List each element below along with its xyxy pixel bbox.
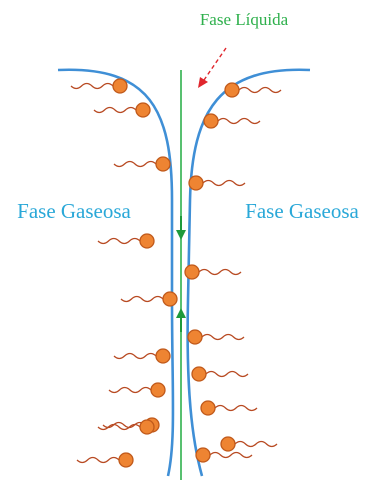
hydrophobic-tail bbox=[114, 162, 156, 167]
dashed-arrow-icon bbox=[198, 48, 226, 88]
surfactant-molecule-left bbox=[114, 349, 170, 363]
hydrophilic-head bbox=[113, 79, 127, 93]
surfactant-molecules bbox=[71, 79, 281, 467]
hydrophobic-tail bbox=[239, 88, 281, 93]
hydrophilic-head bbox=[188, 330, 202, 344]
hydrophilic-head bbox=[140, 420, 154, 434]
hydrophilic-head bbox=[189, 176, 203, 190]
left-interface-curve bbox=[58, 70, 173, 476]
hydrophobic-tail bbox=[215, 406, 257, 411]
gas-phase-right-label: Fase Gaseosa bbox=[245, 199, 359, 223]
surfactant-molecule-right bbox=[221, 437, 277, 451]
hydrophilic-head bbox=[201, 401, 215, 415]
hydrophilic-head bbox=[151, 383, 165, 397]
surfactant-molecule-left bbox=[114, 157, 170, 171]
hydrophilic-head bbox=[225, 83, 239, 97]
liquid-phase-label: Fase Líquida bbox=[200, 10, 289, 29]
hydrophobic-tail bbox=[199, 270, 241, 275]
hydrophobic-tail bbox=[218, 119, 260, 124]
hydrophilic-head bbox=[192, 367, 206, 381]
hydrophilic-head bbox=[221, 437, 235, 451]
hydrophilic-head bbox=[119, 453, 133, 467]
hydrophobic-tail bbox=[71, 84, 113, 89]
hydrophilic-head bbox=[163, 292, 177, 306]
hydrophobic-tail bbox=[206, 372, 248, 377]
hydrophobic-tail bbox=[202, 335, 244, 340]
surfactant-molecule-left bbox=[94, 103, 150, 117]
surfactant-molecule-right bbox=[189, 176, 245, 190]
surfactant-molecule-right bbox=[185, 265, 241, 279]
surfactant-molecule-left bbox=[71, 79, 127, 93]
hydrophobic-tail bbox=[98, 239, 140, 244]
hydrophilic-head bbox=[136, 103, 150, 117]
hydrophilic-head bbox=[196, 448, 210, 462]
hydrophilic-head bbox=[140, 234, 154, 248]
surfactant-molecule-right bbox=[201, 401, 257, 415]
surfactant-molecule-left bbox=[77, 453, 133, 467]
hydrophobic-tail bbox=[121, 297, 163, 302]
hydrophobic-tail bbox=[203, 181, 245, 186]
surfactant-molecule-right bbox=[225, 83, 281, 97]
surfactant-molecule-left bbox=[121, 292, 177, 306]
hydrophobic-tail bbox=[109, 388, 151, 393]
gas-phase-left-label: Fase Gaseosa bbox=[17, 199, 131, 223]
surfactant-molecule-left bbox=[98, 234, 154, 248]
hydrophobic-tail bbox=[77, 458, 119, 463]
surfactant-molecule-right bbox=[204, 114, 260, 128]
flow-arrow-down-icon bbox=[176, 216, 186, 240]
surfactant-molecule-right bbox=[192, 367, 248, 381]
hydrophobic-tail bbox=[98, 425, 140, 430]
hydrophobic-tail bbox=[94, 108, 136, 113]
surfactant-molecule-left bbox=[109, 383, 165, 397]
hydrophilic-head bbox=[156, 157, 170, 171]
hydrophilic-head bbox=[204, 114, 218, 128]
hydrophilic-head bbox=[156, 349, 170, 363]
hydrophobic-tail bbox=[210, 453, 252, 458]
hydrophilic-head bbox=[185, 265, 199, 279]
hydrophobic-tail bbox=[114, 354, 156, 359]
surfactant-molecule-right bbox=[188, 330, 244, 344]
flow-arrow-up-icon bbox=[176, 308, 186, 332]
hydrophobic-tail bbox=[235, 442, 277, 447]
